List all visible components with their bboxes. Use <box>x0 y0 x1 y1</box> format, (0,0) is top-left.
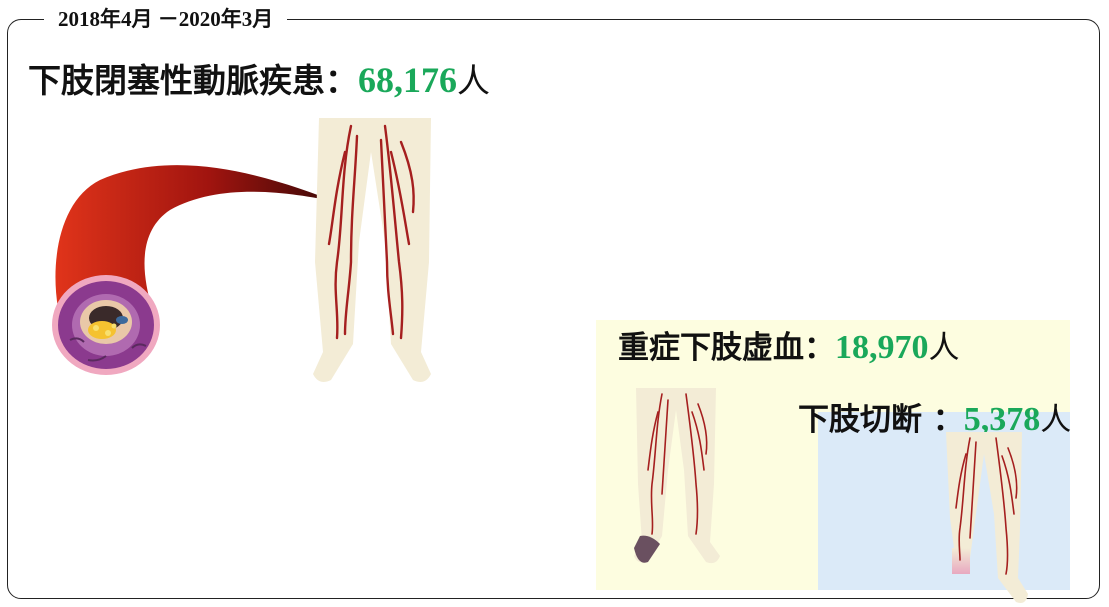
amputation-label: 下肢切断 ： <box>798 402 964 438</box>
amputation-panel <box>818 412 1070 590</box>
clti-count: 18,970 <box>835 329 929 366</box>
amputation-unit: 人 <box>1040 402 1072 438</box>
amputation-count: 5,378 <box>963 401 1041 438</box>
clti-stat: 重症下肢虚血：18,970人 <box>618 322 960 367</box>
pad-count: 68,176 <box>358 60 457 100</box>
amputation-legs-illustration <box>946 432 1028 603</box>
pad-unit: 人 <box>457 61 490 100</box>
legs-artery-illustration <box>313 118 431 382</box>
amputation-stat: 下肢切断 ：5,378人 <box>798 394 1071 439</box>
pad-stat: 下肢閉塞性動脈疾患：68,176人 <box>28 54 490 102</box>
clti-label: 重症下肢虚血： <box>618 330 835 366</box>
summary-frame <box>7 19 1100 599</box>
artery-cross-section-illustration <box>52 165 337 375</box>
clti-legs-illustration <box>634 388 720 564</box>
pad-label: 下肢閉塞性動脈疾患： <box>28 61 358 100</box>
period-label: 2018年4月 －2020年3月 <box>44 4 288 34</box>
clti-unit: 人 <box>928 330 960 366</box>
